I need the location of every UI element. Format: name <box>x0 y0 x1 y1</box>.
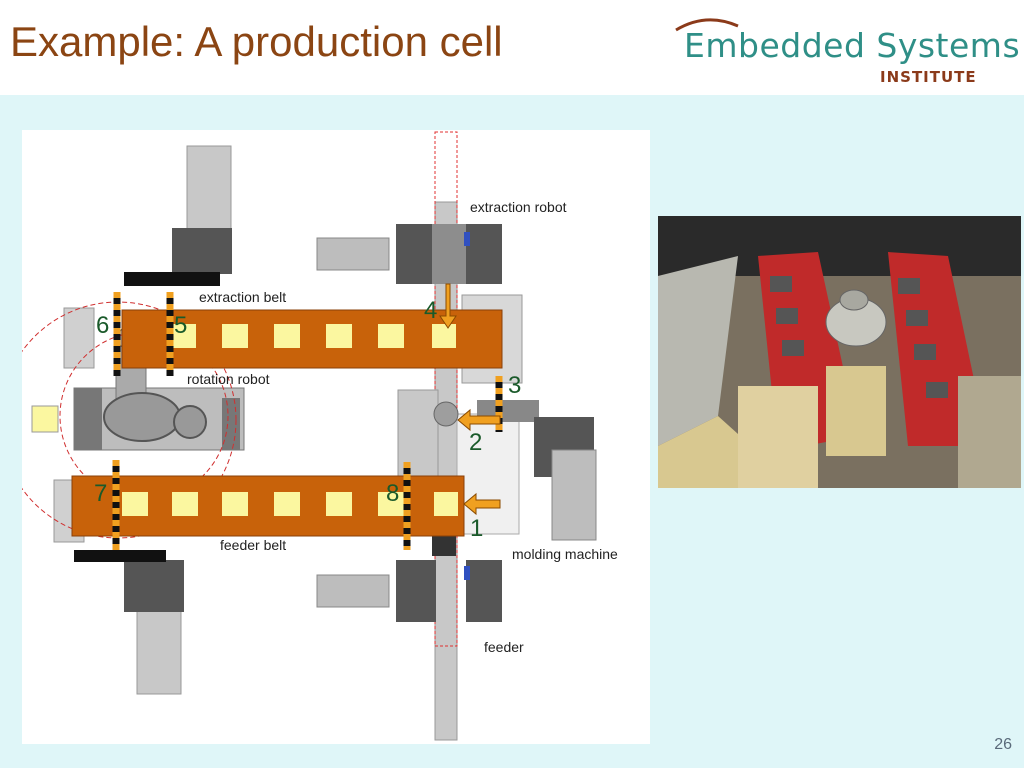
label-extraction-belt: extraction belt <box>199 289 286 305</box>
sensor-number-7: 7 <box>94 480 107 507</box>
label-feeder-belt: feeder belt <box>220 537 286 553</box>
logo-arc-icon <box>675 18 739 32</box>
production-cell-photo <box>658 216 1021 488</box>
label-rotation-robot: rotation robot <box>187 371 270 387</box>
sensor-number-1: 1 <box>470 515 483 542</box>
extraction-robot-unit <box>316 224 502 284</box>
slide-number: 26 <box>994 736 1012 753</box>
sensor-number-6: 6 <box>96 312 109 339</box>
sensor-number-5: 5 <box>174 312 187 339</box>
left-side-block <box>63 307 95 369</box>
bottom-left-robot-tower <box>74 550 184 695</box>
production-cell-diagram: 1 2 3 4 5 6 7 8 extraction robot extract… <box>0 130 650 744</box>
sensor-number-3: 3 <box>508 372 521 399</box>
feeder-unit <box>316 530 502 622</box>
logo-sub-text: INSTITUTE <box>880 68 977 86</box>
orange-arrows <box>439 283 501 516</box>
slide-header: Example: A production cell Embedded Syst… <box>0 0 1024 95</box>
sensor-number-8: 8 <box>386 480 399 507</box>
embedded-systems-logo: Embedded Systems INSTITUTE <box>672 14 1020 90</box>
label-molding-machine: molding machine <box>512 546 618 562</box>
extraction-belt <box>121 309 503 369</box>
label-feeder: feeder <box>484 639 524 655</box>
label-extraction-robot: extraction robot <box>470 199 567 215</box>
feeder-belt <box>71 475 465 537</box>
sensor-number-2: 2 <box>469 429 482 456</box>
logo-main-text: Embedded Systems <box>684 26 1021 65</box>
molding-machine-unit <box>397 389 597 541</box>
track-dashed-outline <box>434 131 458 647</box>
slide-title: Example: A production cell <box>10 18 503 65</box>
sensor-number-4: 4 <box>424 297 437 324</box>
left-robot-tower <box>124 145 232 286</box>
